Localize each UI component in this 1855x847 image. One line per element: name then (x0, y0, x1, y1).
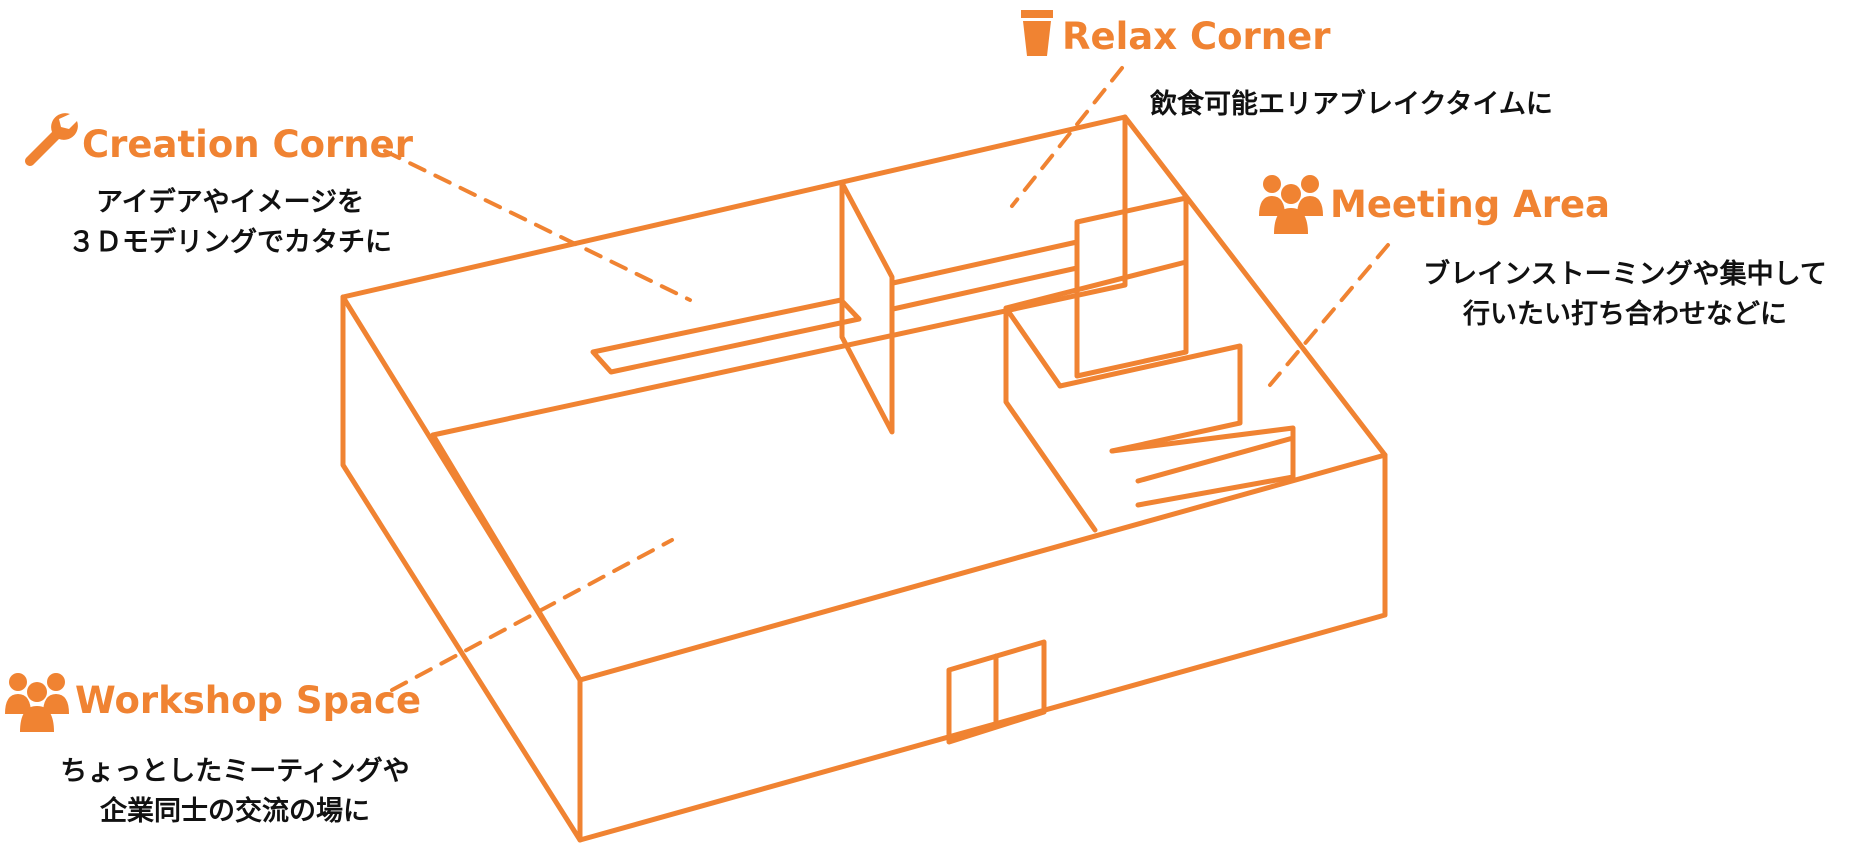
creation-corner-title: Creation Corner (82, 123, 413, 166)
central-partition (839, 180, 895, 435)
meeting-leader-line (1268, 243, 1390, 387)
relax-corner-description: 飲食可能エリアブレイクタイムに (1150, 85, 1670, 125)
workshop-space-line-2: 企業同士の交流の場に (100, 796, 370, 827)
outer-wall-front-face (577, 452, 1388, 843)
relax-corner-title: Relax Corner (1062, 15, 1331, 58)
creation-corner-description: アイデアやイメージを ３Ｄモデリングでカタチに (55, 183, 405, 263)
meeting-area-walls (1003, 259, 1189, 533)
meeting-area-description: ブレインストーミングや集中して 行いたい打ち合わせなどに (1405, 255, 1845, 335)
workshop-leader-line (390, 538, 674, 692)
creation-corner-line-1: アイデアやイメージを (95, 187, 365, 218)
meeting-booth-2 (1109, 425, 1296, 508)
people-group-icon (1259, 175, 1323, 234)
wrench-icon (25, 113, 78, 166)
relax-corner-line-1: 飲食可能エリアブレイクタイムに (1150, 89, 1553, 120)
meeting-area-line-2: 行いたい打ち合わせなどに (1463, 299, 1787, 330)
relax-booth (1074, 195, 1189, 379)
meeting-booth-3 (1135, 429, 1296, 484)
creation-corner-line-2: ３Ｄモデリングでカタチに (68, 227, 392, 258)
meeting-area-line-1: ブレインストーミングや集中して (1423, 259, 1827, 290)
meeting-booth-1 (1057, 343, 1243, 454)
outer-wall-left-face (340, 294, 583, 843)
creation-shelf (590, 297, 862, 375)
workshop-space-title: Workshop Space (75, 679, 422, 722)
inner-wall-left-line (430, 432, 583, 683)
relax-leader-line (1010, 66, 1124, 208)
creation-leader-line (383, 149, 692, 302)
workshop-space-description: ちょっとしたミーティングや 企業同士の交流の場に (55, 752, 415, 832)
inner-wall-top-line (430, 114, 1128, 438)
coffee-cup-icon (1021, 10, 1053, 56)
entrance-door (946, 639, 1047, 745)
workshop-space-line-1: ちょっとしたミーティングや (60, 756, 410, 787)
meeting-area-title: Meeting Area (1330, 183, 1611, 226)
outer-wall-top-edge (340, 114, 1388, 683)
people-group-icon (5, 673, 69, 732)
